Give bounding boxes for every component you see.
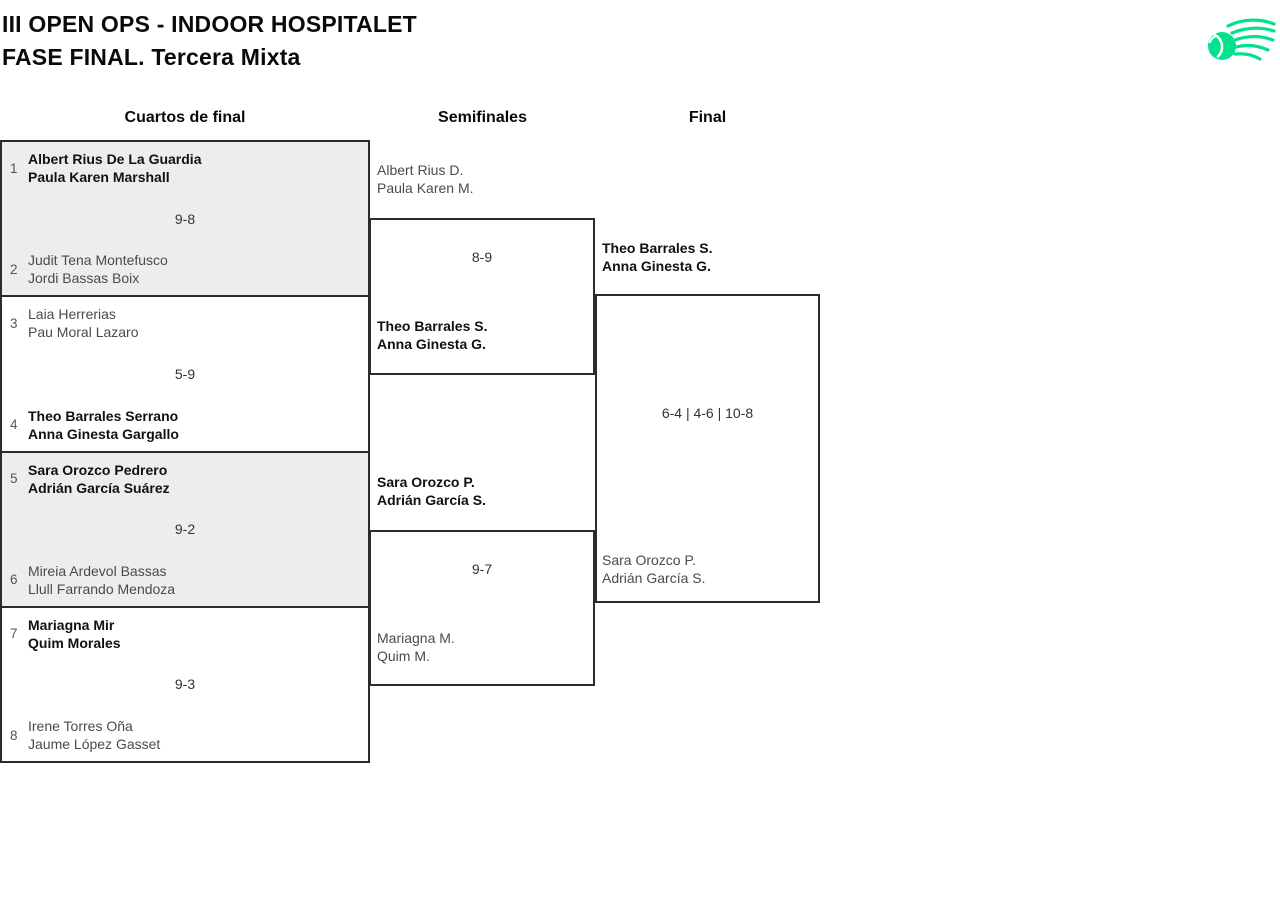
round-header-final: Final: [688, 109, 727, 126]
player-name: Theo Barrales S.: [377, 318, 488, 334]
final-score: 6-4 | 4-6 | 10-8: [661, 405, 754, 421]
team-names: Sara Orozco Pedrero Adrián García Suárez: [26, 461, 170, 497]
player-name: Mariagna Mir: [28, 616, 115, 633]
seed-number: 4: [10, 417, 18, 432]
sf-match-2-box: [369, 530, 595, 686]
team-row: 8 Irene Torres Oña Jaume López Gasset: [2, 715, 368, 755]
player-name: Sara Orozco P.: [377, 474, 475, 490]
sf1-bottom-team: Theo Barrales S. Anna Ginesta G.: [377, 317, 488, 353]
player-name: Paula Karen Marshall: [28, 169, 170, 185]
player-name: Theo Barrales Serrano: [28, 407, 179, 424]
team-names: Theo Barrales Serrano Anna Ginesta Garga…: [26, 407, 179, 443]
team-row: 4 Theo Barrales Serrano Anna Ginesta Gar…: [2, 405, 368, 445]
seed-number: 2: [10, 261, 18, 277]
team-row: 1 Albert Rius De La Guardia Paula Karen …: [2, 148, 368, 188]
player-name: Quim M.: [377, 648, 430, 664]
seed-number: 6: [10, 572, 18, 588]
player-name: Llull Farrando Mendoza: [28, 580, 176, 597]
seed-number: 5: [10, 471, 18, 486]
sf1-top-team: Albert Rius D. Paula Karen M.: [377, 161, 474, 197]
player-name: Theo Barrales S.: [602, 240, 713, 256]
team-names: Judit Tena Montefusco Jordi Bassas Boix: [26, 251, 168, 287]
player-name: Jaume López Gasset: [28, 736, 161, 752]
sf-match-1-box: [369, 218, 595, 375]
player-name: Anna Ginesta G.: [602, 258, 711, 274]
player-name: Paula Karen M.: [377, 180, 474, 196]
team-names: Laia Herrerias Pau Moral Lazaro: [26, 305, 139, 341]
team-row: 2 Judit Tena Montefusco Jordi Bassas Boi…: [2, 249, 368, 289]
phase-subtitle: FASE FINAL. Tercera Mixta: [2, 44, 301, 70]
player-name: Pau Moral Lazaro: [28, 324, 139, 341]
player-name: Sara Orozco Pedrero: [28, 461, 168, 478]
qf-match-2: 3 Laia Herrerias Pau Moral Lazaro 5-9 4 …: [2, 295, 368, 451]
player-name: Irene Torres Oña: [28, 718, 133, 734]
player-name: Laia Herrerias: [28, 306, 116, 323]
sf2-top-team: Sara Orozco P. Adrián García S.: [377, 473, 486, 509]
seed-number: 3: [10, 315, 18, 331]
qf-match-4: 7 Mariagna Mir Quim Morales 9-3 8 Irene …: [2, 605, 368, 761]
seed-number: 8: [10, 727, 18, 743]
sf1-score: 8-9: [471, 249, 493, 265]
player-name: Judit Tena Montefusco: [28, 252, 168, 269]
team-row: 5 Sara Orozco Pedrero Adrián García Suár…: [2, 459, 368, 499]
player-name: Albert Rius D.: [377, 162, 464, 178]
ball-swoosh-logo-icon: [1208, 18, 1276, 61]
tournament-name: III OPEN OPS - INDOOR HOSPITALET: [2, 11, 417, 37]
final-match-box: [595, 294, 820, 603]
player-name: Mariagna M.: [377, 630, 455, 646]
seed-number: 7: [10, 626, 18, 642]
team-names: Irene Torres Oña Jaume López Gasset: [26, 717, 160, 753]
player-name: Mireia Ardevol Bassas: [28, 562, 167, 579]
final-bottom-team: Sara Orozco P. Adrián García S.: [602, 551, 706, 587]
match-score: 9-8: [174, 210, 196, 227]
qf-match-3: 5 Sara Orozco Pedrero Adrián García Suár…: [2, 450, 368, 606]
team-row: 3 Laia Herrerias Pau Moral Lazaro: [2, 303, 368, 343]
player-name: Adrián García S.: [602, 570, 706, 586]
player-name: Quim Morales: [28, 634, 121, 651]
player-name: Adrián García Suárez: [28, 479, 170, 496]
sf2-score: 9-7: [471, 561, 493, 577]
round-header-cuartos: Cuartos de final: [124, 109, 246, 126]
team-names: Albert Rius De La Guardia Paula Karen Ma…: [26, 150, 201, 186]
seed-number: 1: [10, 160, 18, 176]
player-name: Albert Rius De La Guardia: [28, 151, 202, 167]
sf2-bottom-team: Mariagna M. Quim M.: [377, 629, 455, 665]
round-header-semifinales: Semifinales: [438, 109, 527, 126]
match-score: 5-9: [174, 365, 196, 382]
player-name: Anna Ginesta Gargallo: [28, 425, 179, 442]
team-row: 7 Mariagna Mir Quim Morales: [2, 614, 368, 654]
quarterfinals-column: 1 Albert Rius De La Guardia Paula Karen …: [0, 140, 370, 763]
match-score: 9-3: [174, 676, 196, 693]
final-top-team: Theo Barrales S. Anna Ginesta G.: [602, 239, 713, 275]
player-name: Anna Ginesta G.: [377, 336, 486, 352]
team-row: 6 Mireia Ardevol Bassas Llull Farrando M…: [2, 560, 368, 600]
match-score: 9-2: [174, 521, 196, 538]
player-name: Jordi Bassas Boix: [28, 270, 140, 287]
player-name: Adrián García S.: [377, 492, 486, 508]
qf-match-1: 1 Albert Rius De La Guardia Paula Karen …: [2, 142, 368, 296]
player-name: Sara Orozco P.: [602, 552, 696, 568]
page-title: III OPEN OPS - INDOOR HOSPITALET FASE FI…: [2, 8, 417, 74]
team-names: Mariagna Mir Quim Morales: [26, 616, 121, 652]
team-names: Mireia Ardevol Bassas Llull Farrando Men…: [26, 562, 175, 598]
